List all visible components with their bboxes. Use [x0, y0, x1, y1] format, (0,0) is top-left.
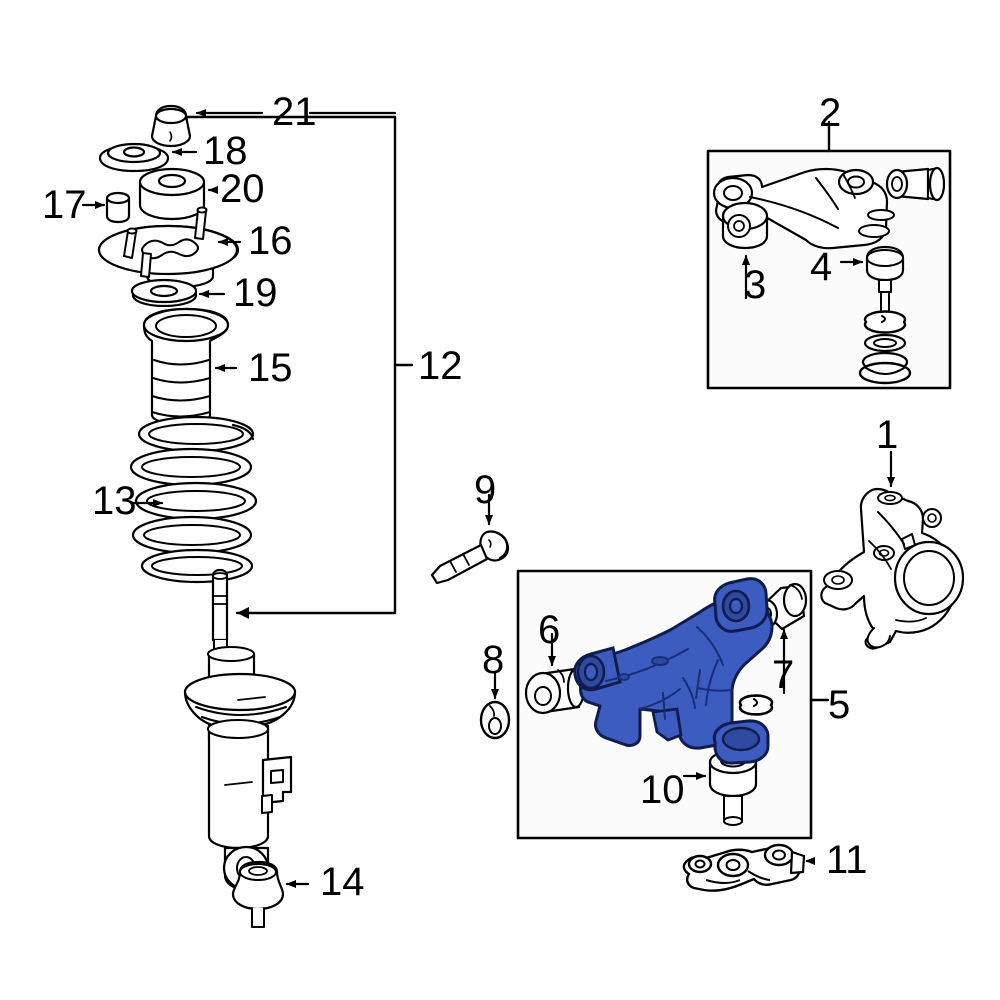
- callout-label-9[interactable]: 9: [474, 468, 497, 512]
- callout-label-4[interactable]: 4: [810, 245, 833, 289]
- steering-knuckle-arm-part: [682, 843, 806, 892]
- upper-washer-part: [98, 142, 170, 173]
- strut-nut-cap-part: [150, 104, 192, 148]
- upper-ball-joint-part: [858, 245, 912, 385]
- callout-label-19[interactable]: 19: [233, 271, 278, 315]
- callout-label-8[interactable]: 8: [482, 638, 505, 682]
- upper-control-arm-part: [712, 166, 946, 250]
- callout-label-12[interactable]: 12: [418, 344, 463, 388]
- callout-label-18[interactable]: 18: [203, 129, 248, 173]
- spring-seat-washer-part: [130, 278, 198, 308]
- callout-label-10[interactable]: 10: [640, 768, 685, 812]
- callout-label-20[interactable]: 20: [220, 167, 265, 211]
- callout-label-11[interactable]: 11: [826, 838, 868, 882]
- callout-label-16[interactable]: 16: [248, 219, 293, 263]
- lower-control-arm-highlight-part: [573, 577, 774, 765]
- callout-label-6[interactable]: 6: [538, 608, 561, 652]
- strut-assembly-bracket: [170, 115, 414, 619]
- callout-label-1[interactable]: 1: [876, 413, 899, 457]
- callout-label-14[interactable]: 14: [320, 860, 365, 904]
- callout-label-5[interactable]: 5: [828, 683, 851, 727]
- lower-ball-joint-part: [708, 749, 758, 826]
- collar-spacer-part: [105, 191, 131, 224]
- steering-knuckle-part: [820, 487, 965, 650]
- callout-label-3[interactable]: 3: [744, 263, 767, 307]
- callout-label-17[interactable]: 17: [42, 183, 87, 227]
- washer-part: [479, 700, 511, 740]
- callout-label-13[interactable]: 13: [92, 479, 137, 523]
- stabilizer-link-part: [430, 530, 510, 585]
- callout-label-15[interactable]: 15: [248, 346, 293, 390]
- dust-boot-part: [142, 307, 230, 426]
- bump-stop-collar-part: [138, 167, 206, 221]
- lower-arm-snap-ring-part: [738, 694, 774, 716]
- lower-strut-mount-bolt-part: [231, 860, 285, 928]
- shock-absorber-part: [183, 568, 297, 892]
- callout-label-2[interactable]: 2: [819, 91, 842, 135]
- callout-label-7[interactable]: 7: [772, 653, 795, 697]
- coil-spring-part: [129, 415, 258, 584]
- callout-label-21[interactable]: 21: [272, 90, 317, 134]
- strut-mount-part: [97, 206, 240, 289]
